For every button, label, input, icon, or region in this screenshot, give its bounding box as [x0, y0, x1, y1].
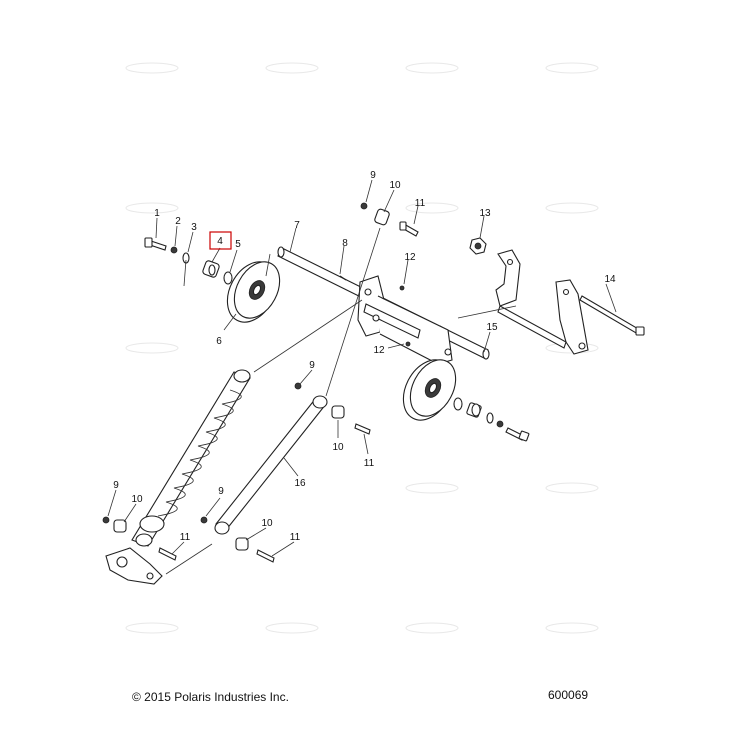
center-bracket: [357, 275, 453, 365]
figure-number: 600069: [548, 688, 589, 702]
callout-10-mid: 10: [332, 442, 344, 453]
callout-11-low: 11: [290, 532, 301, 543]
callout-14: 14: [604, 274, 616, 285]
long-bolt: [579, 295, 645, 336]
lower-fasteners: [102, 382, 371, 563]
callout-3: 3: [191, 222, 197, 233]
highlight-box: [209, 231, 232, 250]
callout-16: 16: [294, 478, 306, 489]
callout-9-mid: 9: [309, 360, 315, 371]
callout-1: 1: [154, 208, 160, 219]
callout-6: 6: [216, 336, 222, 347]
watermark-grid: [125, 62, 599, 634]
callout-12-top: 12: [404, 252, 416, 263]
callout-9-low-left: 9: [113, 480, 119, 491]
idler-wheel-left: [226, 261, 281, 323]
leader-lines: [107, 179, 617, 575]
callout-4: 4: [217, 236, 223, 247]
callout-10-low-left: 10: [131, 494, 143, 505]
callout-11-top: 11: [415, 198, 426, 209]
callout-11-low-left: 11: [180, 532, 191, 543]
callout-8: 8: [342, 238, 348, 249]
idler-wheel-right: [402, 359, 457, 421]
shock-absorber: [131, 369, 251, 547]
callout-9-top: 9: [370, 170, 376, 181]
link-arm: [214, 395, 328, 535]
left-wheel-hardware: [144, 237, 233, 285]
callout-10-top: 10: [389, 180, 401, 191]
callout-7: 7: [294, 220, 300, 231]
callout-5: 5: [235, 239, 241, 250]
copyright-text: © 2015 Polaris Industries Inc.: [132, 690, 289, 704]
top-fasteners: [360, 202, 487, 347]
callout-labels: 1 2 3 4 5 6 7 8 9 10 11 13 12 14 12 15 9…: [113, 170, 616, 543]
callout-10-low: 10: [261, 518, 273, 529]
right-wheel-hardware: [453, 397, 530, 442]
rear-bracket: [495, 249, 589, 355]
shock-clevis: [105, 547, 163, 585]
callout-9-low: 9: [218, 486, 224, 497]
callout-15: 15: [486, 322, 498, 333]
callout-13: 13: [479, 208, 491, 219]
callout-11-mid: 11: [364, 458, 375, 469]
callout-12-mid: 12: [373, 345, 385, 356]
callout-2: 2: [175, 216, 181, 227]
